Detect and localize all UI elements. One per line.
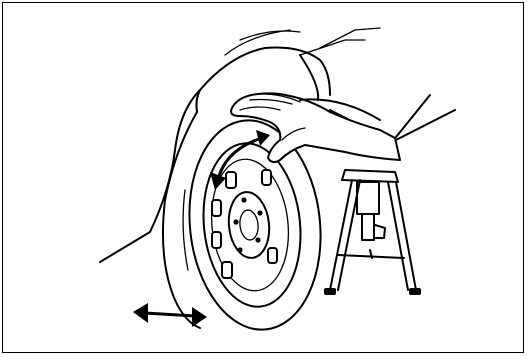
jack-stand-icon <box>324 170 421 295</box>
lateral-arrow-icon <box>133 303 207 327</box>
hand-icon <box>231 93 400 162</box>
